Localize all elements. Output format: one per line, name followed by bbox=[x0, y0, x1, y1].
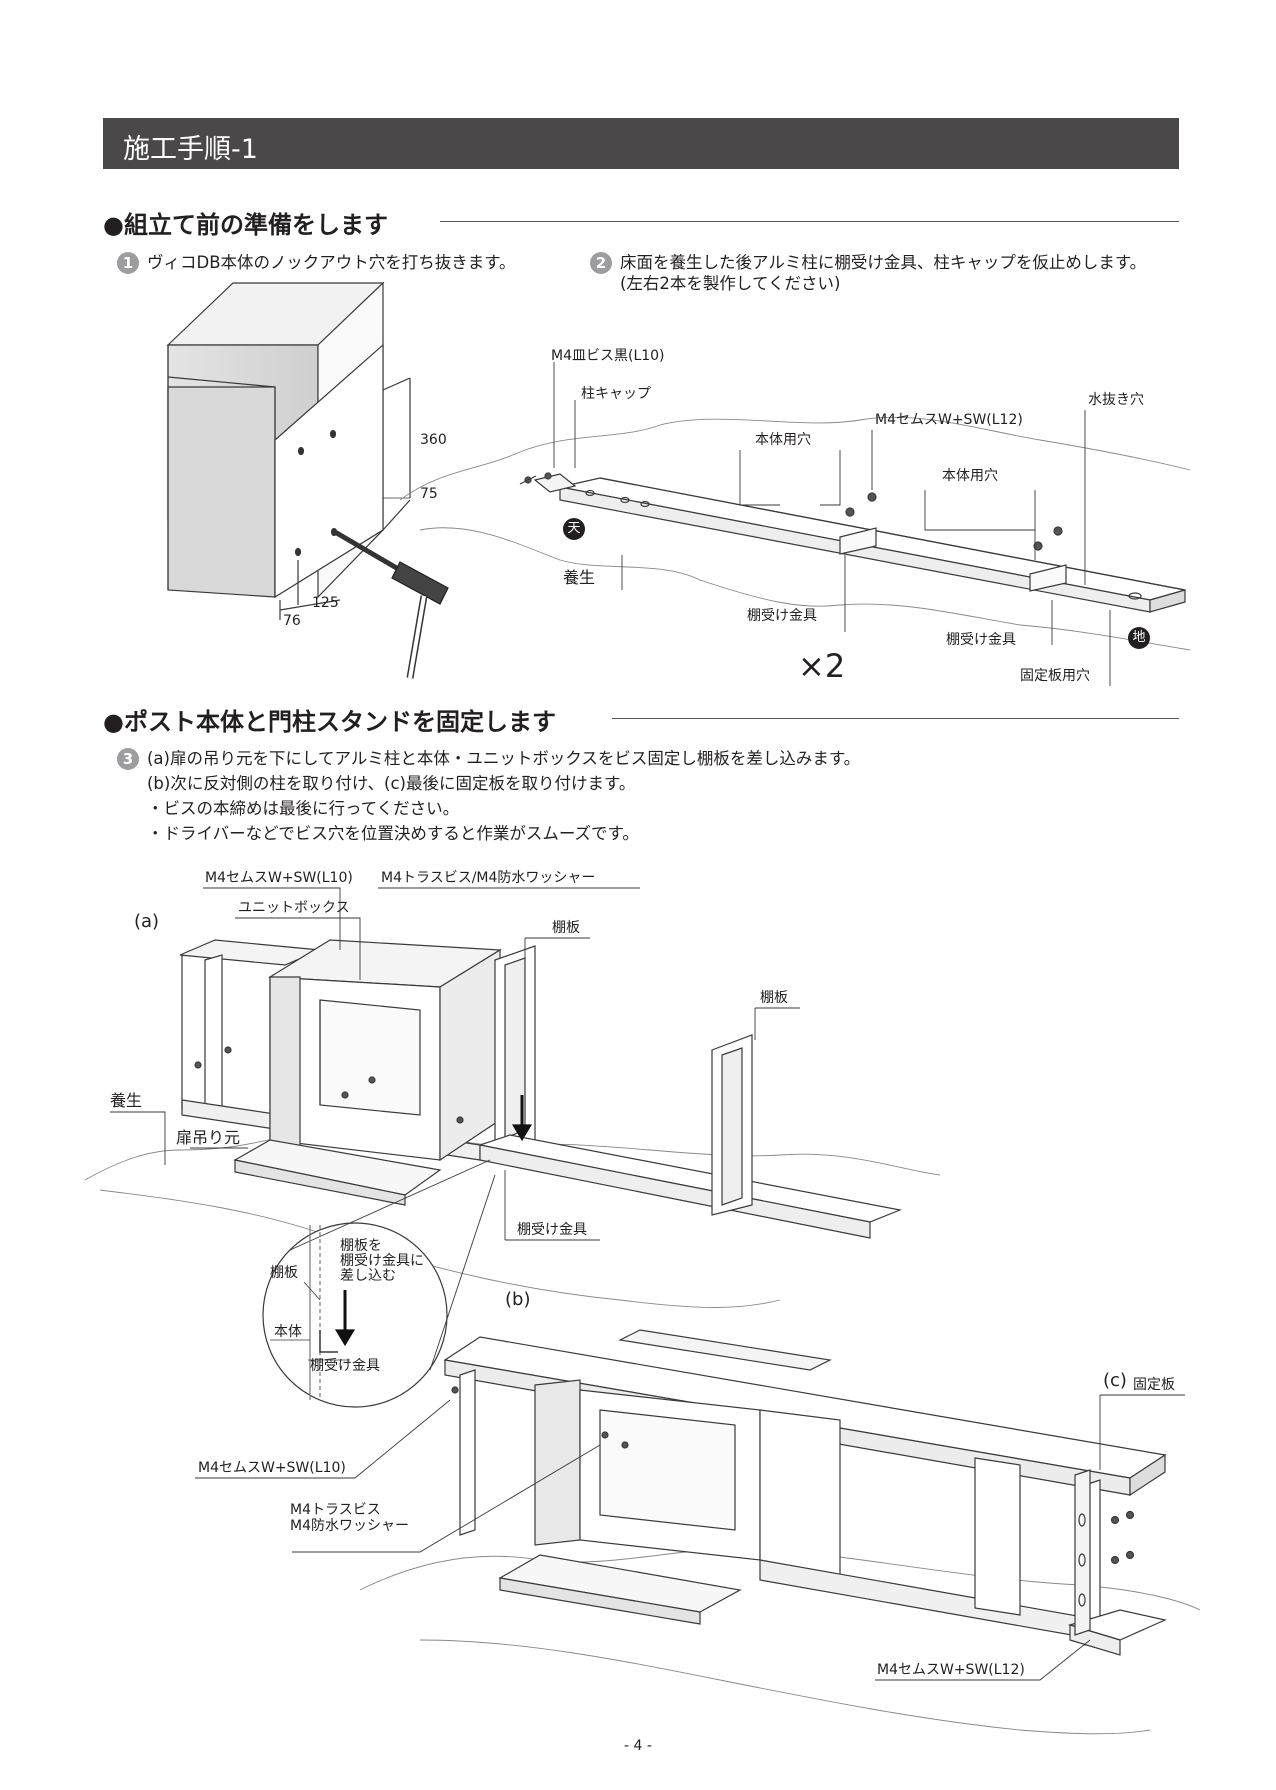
detail-body: 本体 bbox=[274, 1324, 302, 1340]
label-bracket-2: 棚受け金具 bbox=[946, 632, 1016, 648]
page-number: - 4 - bbox=[624, 1738, 652, 1754]
step3-line1: (a)扉の吊り元を下にしてアルミ柱と本体・ユニットボックスをビス固定し棚板を差し… bbox=[147, 749, 861, 768]
label-protection-1: 養生 bbox=[563, 568, 596, 587]
tag-c: (c) bbox=[1103, 1370, 1127, 1391]
step3-line3: ・ビスの本締めは最後に行ってください。 bbox=[147, 799, 460, 818]
label-b-truss-screw: M4トラスビス bbox=[290, 1502, 381, 1518]
dim-75: 75 bbox=[420, 486, 438, 502]
label-drain-hole: 水抜き穴 bbox=[1088, 392, 1144, 408]
label-door-hinge-side: 扉吊り元 bbox=[176, 1128, 241, 1147]
dim-76: 76 bbox=[283, 613, 301, 629]
assembly-bc-figure bbox=[195, 1329, 1201, 1735]
label-top-marker: 天 bbox=[563, 518, 585, 540]
step1-number: 1 bbox=[117, 252, 139, 274]
assembly-a-figure bbox=[84, 887, 941, 1308]
label-times-two: ×2 bbox=[798, 647, 846, 685]
label-protection-2: 養生 bbox=[110, 1091, 143, 1110]
knockout-figure bbox=[166, 281, 449, 679]
step2-number: 2 bbox=[590, 252, 612, 274]
tag-a: (a) bbox=[134, 911, 160, 932]
detail-bracket: 棚受け金具 bbox=[310, 1358, 380, 1374]
label-a-bracket: 棚受け金具 bbox=[517, 1222, 587, 1238]
label-b-m4-sems-l10: M4セムスW+SW(L10) bbox=[198, 1460, 346, 1476]
step2: 2 床面を養生した後アルミ柱に棚受け金具、柱キャップを仮止めします。 bbox=[590, 252, 1146, 274]
label-fixing-plate: 固定板 bbox=[1133, 1377, 1175, 1393]
detail-instruction-3: 差し込む bbox=[340, 1268, 396, 1284]
step1: 1 ヴィコDB本体のノックアウト穴を打ち抜きます。 bbox=[117, 252, 516, 274]
label-body-hole-2: 本体用穴 bbox=[942, 468, 998, 484]
label-m4-sems-l12: M4セムスW+SW(L12) bbox=[875, 412, 1023, 428]
label-shelf-1: 棚板 bbox=[552, 920, 580, 936]
label-shelf-2: 棚板 bbox=[760, 990, 788, 1006]
tag-b: (b) bbox=[505, 1289, 531, 1310]
detail-instruction-2: 棚受け金具に bbox=[340, 1253, 424, 1269]
page-header-bar: 施工手順-1 bbox=[103, 118, 1179, 169]
detail-instruction-1: 棚板を bbox=[340, 1238, 382, 1254]
section2-title: ●ポスト本体と門柱スタンドを固定します bbox=[103, 708, 556, 736]
page-title: 施工手順-1 bbox=[123, 134, 258, 165]
step2-text: 床面を養生した後アルミ柱に棚受け金具、柱キャップを仮止めします。 bbox=[620, 253, 1147, 272]
step1-text: ヴィコDB本体のノックアウト穴を打ち抜きます。 bbox=[147, 253, 516, 272]
label-c-m4-sems-l12: M4セムスW+SW(L12) bbox=[877, 1662, 1025, 1678]
label-a-m4-sems-l10: M4セムスW+SW(L10) bbox=[205, 870, 353, 886]
detail-shelf: 棚板 bbox=[270, 1265, 298, 1281]
dim-125: 125 bbox=[312, 595, 339, 611]
section1-rule bbox=[440, 221, 1179, 222]
step3-line4: ・ドライバーなどでビス穴を位置決めすると作業がスムーズです。 bbox=[147, 824, 639, 843]
detail-circle bbox=[262, 1159, 496, 1408]
label-a-truss-washer: M4トラスビス/M4防水ワッシャー bbox=[381, 870, 596, 886]
step3: 3 (a)扉の吊り元を下にしてアルミ柱と本体・ユニットボックスをビス固定し棚板を差… bbox=[117, 748, 860, 770]
section1-title: ●組立て前の準備をします bbox=[103, 211, 388, 239]
section2-rule bbox=[612, 718, 1179, 719]
label-post-cap: 柱キャップ bbox=[581, 386, 651, 402]
step3-line2: (b)次に反対側の柱を取り付け、(c)最後に固定板を取り付けます。 bbox=[147, 774, 636, 793]
label-unit-box: ユニットボックス bbox=[238, 900, 350, 916]
label-b-waterproof-washer: M4防水ワッシャー bbox=[290, 1518, 409, 1534]
label-body-hole-1: 本体用穴 bbox=[755, 432, 811, 448]
dim-360: 360 bbox=[420, 432, 447, 448]
step3-number: 3 bbox=[117, 748, 139, 770]
post-figure bbox=[399, 362, 1191, 686]
label-bracket-1: 棚受け金具 bbox=[747, 608, 817, 624]
step2-subtext: (左右2本を製作してください) bbox=[620, 274, 841, 293]
label-fixing-plate-hole: 固定板用穴 bbox=[1020, 668, 1090, 684]
label-m4-flat-screw: M4皿ビス黒(L10) bbox=[551, 348, 665, 364]
label-bottom-marker: 地 bbox=[1128, 627, 1150, 649]
